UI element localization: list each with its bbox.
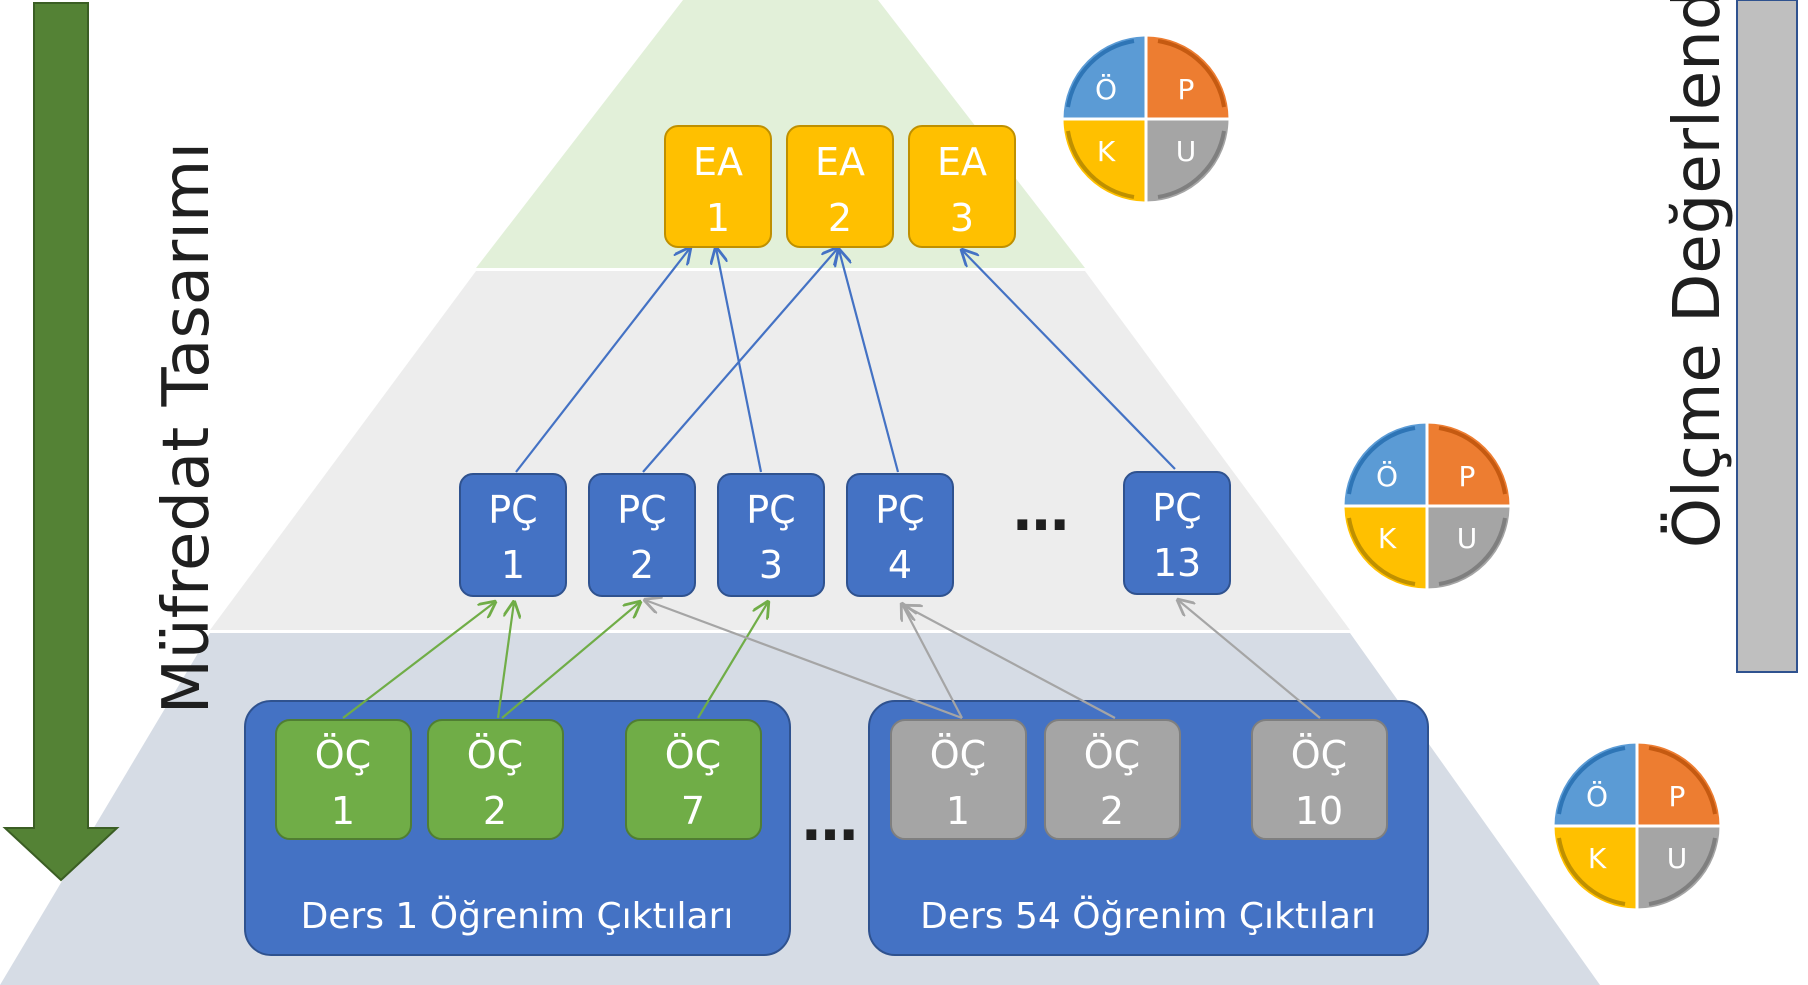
pc-box-label-line2: 2 [630,543,654,587]
arrow-oc2-pc2 [501,602,640,719]
course1-oc-box-7[interactable]: ÖÇ 7 [625,719,762,840]
cycle-label-p: P [1178,73,1195,106]
pc-box-2[interactable]: PÇ 2 [588,473,696,597]
pc-box-label-line2: 13 [1153,541,1201,585]
arrows-gray [645,600,1321,720]
right-gray-bar [1736,0,1798,673]
pc-box-4[interactable]: PÇ 4 [846,473,954,597]
ea-box-3[interactable]: EA 3 [908,125,1016,248]
oc-box-label-line1: ÖÇ [665,733,721,777]
cycle-icon-bottom: Ö P K U [1551,740,1723,912]
arrow-pc13-ea3 [962,250,1176,470]
ea-box-label-line2: 2 [828,196,852,240]
pc-box-label-line1: PÇ [875,488,924,532]
course54-oc-box-1[interactable]: ÖÇ 1 [890,719,1027,840]
arrow-d54oc10-pc13 [1178,600,1321,719]
arrow-d54oc1-pc4 [902,604,963,719]
pc-box-label-line1: PÇ [1152,486,1201,530]
cycle-label-o: Ö [1586,779,1608,813]
oc-box-label-line1: ÖÇ [467,733,523,777]
arrow-pc1-ea1 [515,248,690,473]
oc-box-label-line2: 2 [483,789,507,833]
ea-box-label-line2: 3 [950,196,974,240]
cycle-label-o: Ö [1095,72,1117,106]
arrow-d54oc2-pc4 [905,606,1116,719]
cycle-label-k: K [1097,135,1116,168]
cycle-label-u: U [1667,842,1688,875]
oc-box-label-line2: 10 [1295,789,1343,833]
ea-box-label-line2: 1 [706,196,730,240]
ea-box-1[interactable]: EA 1 [664,125,772,248]
ea-box-label-line1: EA [693,140,743,184]
pc-box-label-line2: 1 [501,543,525,587]
pc-box-label-line1: PÇ [746,488,795,532]
course-group-label: Ders 54 Öğrenim Çıktıları [920,895,1376,937]
course54-oc-box-2[interactable]: ÖÇ 2 [1044,719,1181,840]
cycle-label-u: U [1457,522,1478,555]
cycle-label-k: K [1588,842,1607,875]
down-arrow-icon [2,2,120,882]
arrow-oc7-pc3 [697,602,768,719]
cycle-label-o: Ö [1376,459,1398,493]
pc-box-13[interactable]: PÇ 13 [1123,471,1231,595]
arrows-green [342,602,768,719]
arrow-oc1-pc1 [342,602,495,719]
oc-box-label-line2: 2 [1100,789,1124,833]
cycle-label-k: K [1378,522,1397,555]
oc-box-label-line1: ÖÇ [315,733,371,777]
pc-box-3[interactable]: PÇ 3 [717,473,825,597]
oc-box-label-line2: 1 [946,789,970,833]
cycle-label-p: P [1669,780,1686,813]
ea-box-label-line1: EA [937,140,987,184]
ea-box-label-line1: EA [815,140,865,184]
arrow-pc2-ea2 [642,248,838,473]
ea-box-2[interactable]: EA 2 [786,125,894,248]
pc-box-1[interactable]: PÇ 1 [459,473,567,597]
pc-box-label-line1: PÇ [617,488,666,532]
curriculum-design-title: Müfredat Tasarımı [150,141,224,715]
arrow-pc4-ea2 [839,250,900,473]
course1-oc-box-2[interactable]: ÖÇ 2 [427,719,564,840]
oc-box-label-line1: ÖÇ [1084,733,1140,777]
course54-oc-box-10[interactable]: ÖÇ 10 [1251,719,1388,840]
pc-ellipsis: … [1013,479,1069,544]
cycle-icon-middle: Ö P K U [1341,420,1513,592]
course1-oc-box-1[interactable]: ÖÇ 1 [275,719,412,840]
oc-box-label-line1: ÖÇ [1291,733,1347,777]
oc-box-label-line2: 7 [681,789,705,833]
oc-box-label-line1: ÖÇ [930,733,986,777]
arrow-d54oc1-pc2 [645,600,963,720]
arrow-oc2-pc1 [496,602,514,719]
arrows-ea [515,248,1176,473]
cycle-icon-top: Ö P K U [1060,33,1232,205]
oc-box-label-line2: 1 [331,789,355,833]
pc-box-label-line2: 4 [888,543,912,587]
cycle-label-u: U [1176,135,1197,168]
cycle-label-p: P [1459,460,1476,493]
assessment-title: Ölçme Değerlendi [1661,0,1735,549]
pc-box-label-line1: PÇ [488,488,537,532]
pc-box-label-line2: 3 [759,543,783,587]
arrow-pc3-ea1 [716,248,763,473]
course-group-label: Ders 1 Öğrenim Çıktıları [301,895,734,937]
course-ellipsis: … [802,789,858,854]
